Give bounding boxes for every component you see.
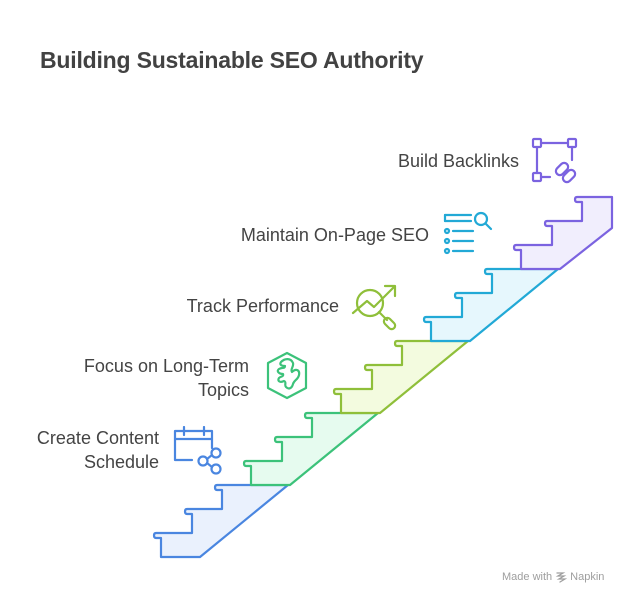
- label-line: Build Backlinks: [397, 151, 519, 171]
- label-line: Topics: [197, 380, 249, 400]
- step-label-track-performance: Track Performance: [187, 294, 339, 318]
- step-label-focus-long-term-topics: Focus on Long-Term Topics: [84, 354, 249, 402]
- napkin-logo-icon: [555, 572, 568, 583]
- hexagon-hand-icon: [266, 351, 308, 400]
- step-label-create-content-schedule: Create Content Schedule: [37, 426, 159, 474]
- list-search-icon: [443, 211, 493, 255]
- label-line: Track Performance: [186, 296, 339, 316]
- stair-section-focus-long-term-topics: [242, 411, 380, 487]
- stair-section-track-performance: [332, 339, 470, 415]
- label-line: Schedule: [83, 452, 159, 472]
- stair-section-maintain-on-page-seo: [422, 267, 560, 343]
- nodes-link-icon: [531, 137, 578, 184]
- step-label-maintain-on-page-seo: Maintain On-Page SEO: [241, 223, 429, 247]
- chart-magnifier-icon: [351, 284, 397, 331]
- label-line: Focus on Long-Term: [83, 356, 249, 376]
- footer-brand: Napkin: [570, 571, 605, 583]
- step-label-build-backlinks: Build Backlinks: [398, 149, 519, 173]
- label-line: Maintain On-Page SEO: [240, 225, 429, 245]
- stair-section-build-backlinks: [512, 195, 614, 271]
- napkin-attribution: Made with Napkin: [502, 571, 604, 583]
- calendar-share-icon: [173, 426, 222, 475]
- diagram-title: Building Sustainable SEO Authority: [40, 47, 424, 73]
- stair-section-create-content-schedule: [152, 483, 290, 559]
- footer-prefix: Made with: [502, 571, 553, 583]
- label-line: Create Content: [36, 428, 159, 448]
